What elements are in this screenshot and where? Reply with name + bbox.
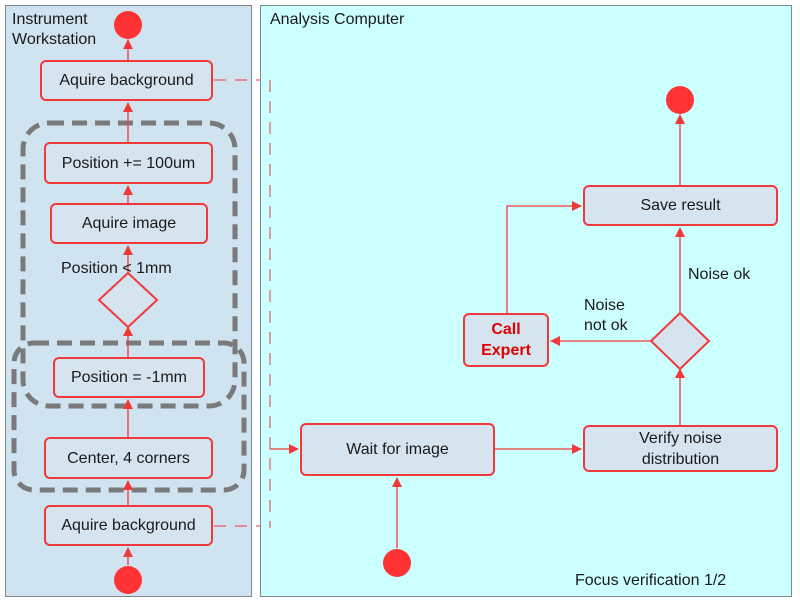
node-label: Save result [640, 197, 721, 214]
position-plus-node: Position += 100um [44, 142, 213, 184]
node-label: Aquire background [59, 72, 194, 89]
node-label: Position += 100um [61, 154, 196, 172]
node-label: Aquire background [61, 517, 196, 534]
node-label: Center, 4 corners [67, 449, 190, 467]
node-label: Aquire image [81, 215, 177, 232]
node-label-line1: Verify noise [639, 429, 722, 447]
start-terminal-left [114, 566, 142, 594]
lane-title-line2: Workstation [12, 31, 97, 48]
node-label-line1: Call [491, 321, 521, 338]
noise-not-ok-line2: not ok [584, 317, 628, 334]
analysis-computer-title: Analysis Computer [270, 11, 405, 28]
decision-noise-diamond [649, 311, 711, 371]
analysis-computer-lane [260, 5, 792, 597]
node-label: Verify noise distribution [639, 428, 722, 470]
lane-title-line1: Instrument [12, 11, 88, 28]
edge-expert-to-save [506, 201, 582, 313]
noise-not-ok-line1: Noise [584, 297, 625, 314]
center-corners-node: Center, 4 corners [44, 437, 213, 479]
node-label-line2: distribution [641, 450, 720, 468]
footer-caption: Focus verification 1/2 [575, 572, 727, 589]
end-terminal-left [114, 11, 142, 39]
node-label: Wait for image [346, 441, 449, 458]
node-label: Position = -1mm [70, 369, 188, 386]
instrument-workstation-title: Instrument Workstation [12, 10, 96, 50]
call-expert-node: Call Expert [463, 313, 549, 367]
loop-frame-outer [11, 340, 247, 493]
noise-not-ok-label: Noise not ok [584, 296, 628, 336]
start-terminal-right [383, 549, 411, 577]
noise-ok-label: Noise ok [688, 266, 751, 283]
verify-noise-node: Verify noise distribution [583, 425, 778, 472]
end-terminal-right [666, 86, 694, 114]
position-minus-node: Position = -1mm [53, 357, 205, 398]
dashed-link-top [214, 79, 271, 528]
node-label: Call Expert [481, 319, 531, 361]
loop-condition-label: Position < 1mm [61, 260, 172, 277]
save-result-node: Save result [583, 185, 778, 226]
wait-for-image-node: Wait for image [300, 423, 495, 476]
decision-loop-diamond [97, 271, 159, 329]
node-label-line2: Expert [481, 342, 531, 359]
aquire-image-node: Aquire image [50, 203, 208, 244]
aquire-background-bottom-node: Aquire background [44, 505, 213, 546]
aquire-background-top-node: Aquire background [40, 60, 213, 101]
